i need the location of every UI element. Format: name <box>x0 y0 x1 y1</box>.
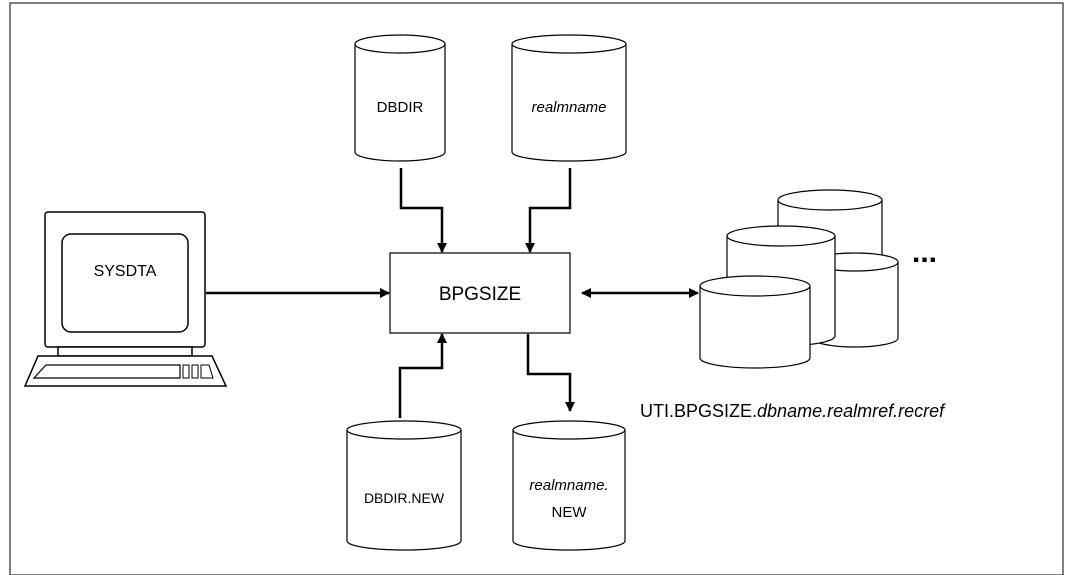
bpgsize-box: BPGSIZE <box>389 252 571 334</box>
dbdir-to-bpgsize-arrow <box>399 168 447 253</box>
dbdir-new-to-bpgsize-arrow <box>398 333 447 418</box>
terminal-icon: SYSDTA <box>23 211 228 387</box>
dbdir-new-cylinder: DBDIR.NEW <box>346 420 462 551</box>
bpgsize-to-realmname-new-arrow <box>526 334 575 412</box>
realmname-new-label-line2: NEW <box>552 504 588 521</box>
sysdta-label: SYSDTA <box>94 263 157 280</box>
realmname-to-bpgsize-arrow <box>525 168 572 253</box>
backup-filename-label: UTI.BPGSIZE.dbname.realmref.recref <box>640 401 946 421</box>
backup-filename-prefix: UTI.BPGSIZE. <box>640 401 757 421</box>
dbdir-cylinder: DBDIR <box>354 34 446 162</box>
bpgsize-label: BPGSIZE <box>439 284 521 305</box>
backup-files-stack <box>699 189 899 369</box>
realmname-new-cylinder: realmname. NEW <box>512 420 626 551</box>
dbdir-new-label: DBDIR.NEW <box>364 490 445 506</box>
diagram-frame <box>9 2 1064 575</box>
backup-filename-suffix: dbname.realmref.recref <box>757 401 946 421</box>
realmname-cylinder: realmname <box>511 34 627 162</box>
realmname-new-label-line1: realmname. <box>529 477 608 494</box>
dbdir-label: DBDIR <box>377 99 424 116</box>
realmname-label: realmname <box>531 99 606 116</box>
more-files-ellipsis: ... <box>912 236 937 269</box>
